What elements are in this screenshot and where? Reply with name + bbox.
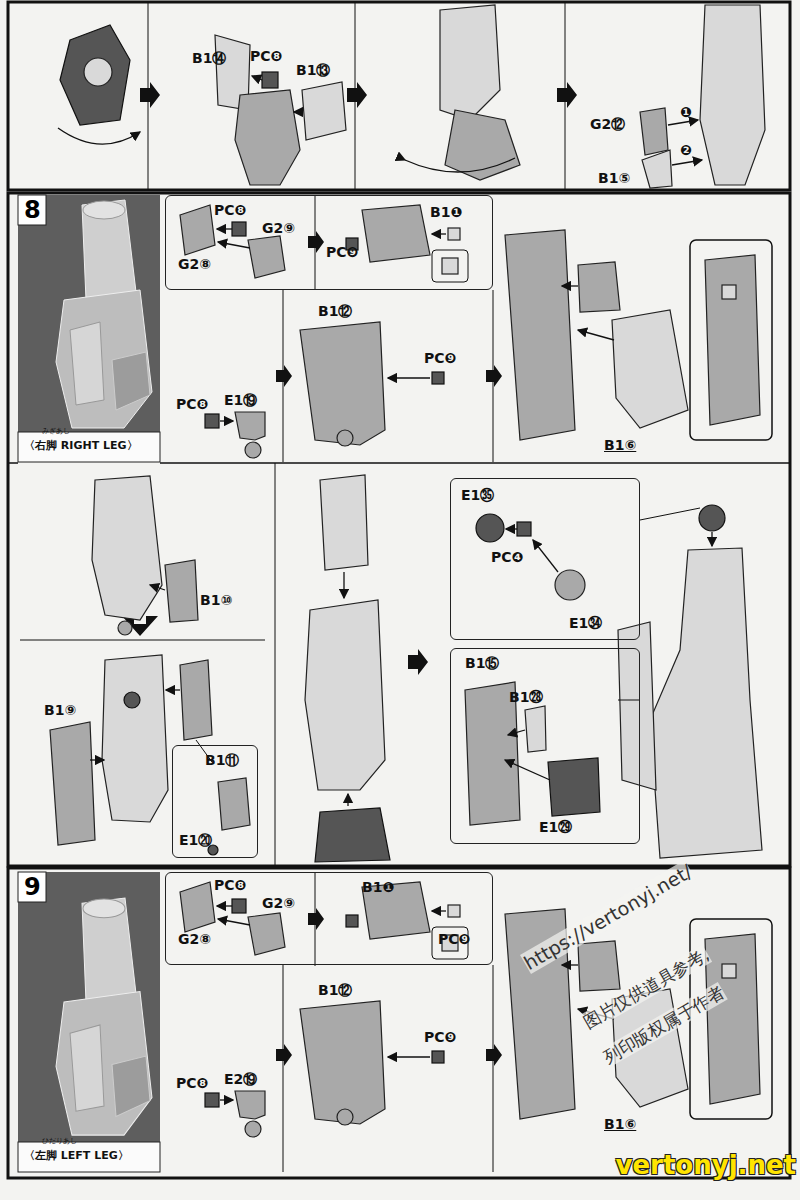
part-label: PC❾: [326, 244, 358, 260]
leg-caption: 〈右脚 RIGHT LEG〉: [24, 439, 138, 452]
step-number: 9: [24, 873, 41, 901]
step-panel: 9 ひだりあし〈左脚 LEFT LEG〉: [18, 872, 160, 1172]
watermark: vertonyj.net: [615, 1150, 796, 1180]
part-label: G2⑧: [178, 256, 211, 272]
step-panel: 8 みぎあし〈右脚 RIGHT LEG〉: [18, 195, 160, 462]
part-label: ❶: [680, 104, 692, 120]
parts-inset: B1⑮ B1㉘ E1㉙: [450, 648, 640, 844]
part-label: B1⑭: [192, 50, 226, 66]
part-label: E1㉙: [539, 819, 572, 835]
watermark: https://vertonyj.net/: [520, 860, 696, 974]
part-label: B1㉘: [509, 689, 543, 705]
leg-caption: 〈左脚 LEFT LEG〉: [24, 1149, 129, 1162]
part-label: G2⑧: [178, 931, 211, 947]
part-label: ❷: [680, 142, 692, 158]
part-label: E1㉞: [569, 615, 602, 631]
step-number: 8: [24, 196, 41, 224]
part-label: PC❽: [214, 202, 246, 218]
parts-inset: E1㉟ PC❹ E1㉞: [450, 478, 640, 640]
part-label: B1⑫: [318, 982, 352, 998]
parts-inset: PC❽ G2⑨ G2⑧ PC❾ B1❶: [165, 195, 493, 290]
parts-inset: PC❽ G2⑨ G2⑧ B1❶ PC❾: [165, 872, 493, 965]
part-label: E1⑲: [224, 392, 257, 408]
ruby-text: みぎあし: [42, 427, 70, 435]
part-label: PC❾: [438, 931, 470, 947]
part-label: E1㉟: [461, 487, 494, 503]
part-label: B1⑪: [205, 752, 239, 768]
part-label: E1⑳: [179, 832, 212, 848]
part-label: G2⑫: [590, 116, 625, 132]
part-label: G2⑨: [262, 895, 295, 911]
part-label: PC❽: [250, 48, 282, 64]
part-label: B1⑬: [296, 62, 330, 78]
part-label: B1❶: [430, 204, 462, 220]
part-label: B1⑥: [604, 437, 636, 453]
parts-inset: B1⑪ E1⑳: [172, 745, 258, 858]
part-label: B1⑩: [200, 592, 232, 608]
part-label: G2⑨: [262, 220, 295, 236]
part-label: PC❽: [176, 396, 208, 412]
part-label: PC❹: [491, 549, 523, 565]
part-label: B1⑨: [44, 702, 76, 718]
part-label: E2⑲: [224, 1071, 257, 1087]
part-label: PC❾: [424, 350, 456, 366]
part-label: B1⑫: [318, 303, 352, 319]
part-label: B1⑤: [598, 170, 630, 186]
part-label: B1⑥: [604, 1116, 636, 1132]
part-label: PC❾: [424, 1029, 456, 1045]
part-label: PC❽: [214, 877, 246, 893]
part-label: PC❽: [176, 1075, 208, 1091]
part-label: B1⑮: [465, 655, 499, 671]
part-label: B1❶: [362, 879, 394, 895]
ruby-text: ひだりあし: [42, 1137, 77, 1145]
